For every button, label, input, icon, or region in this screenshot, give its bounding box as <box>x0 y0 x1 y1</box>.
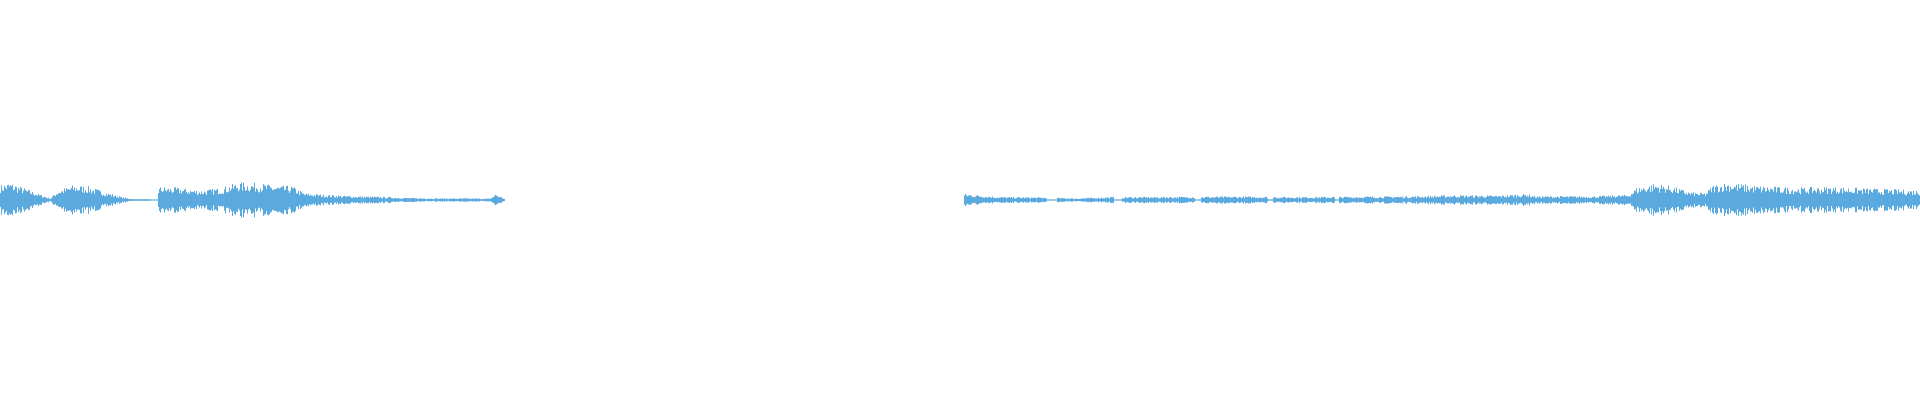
waveform-bars <box>0 182 1920 218</box>
